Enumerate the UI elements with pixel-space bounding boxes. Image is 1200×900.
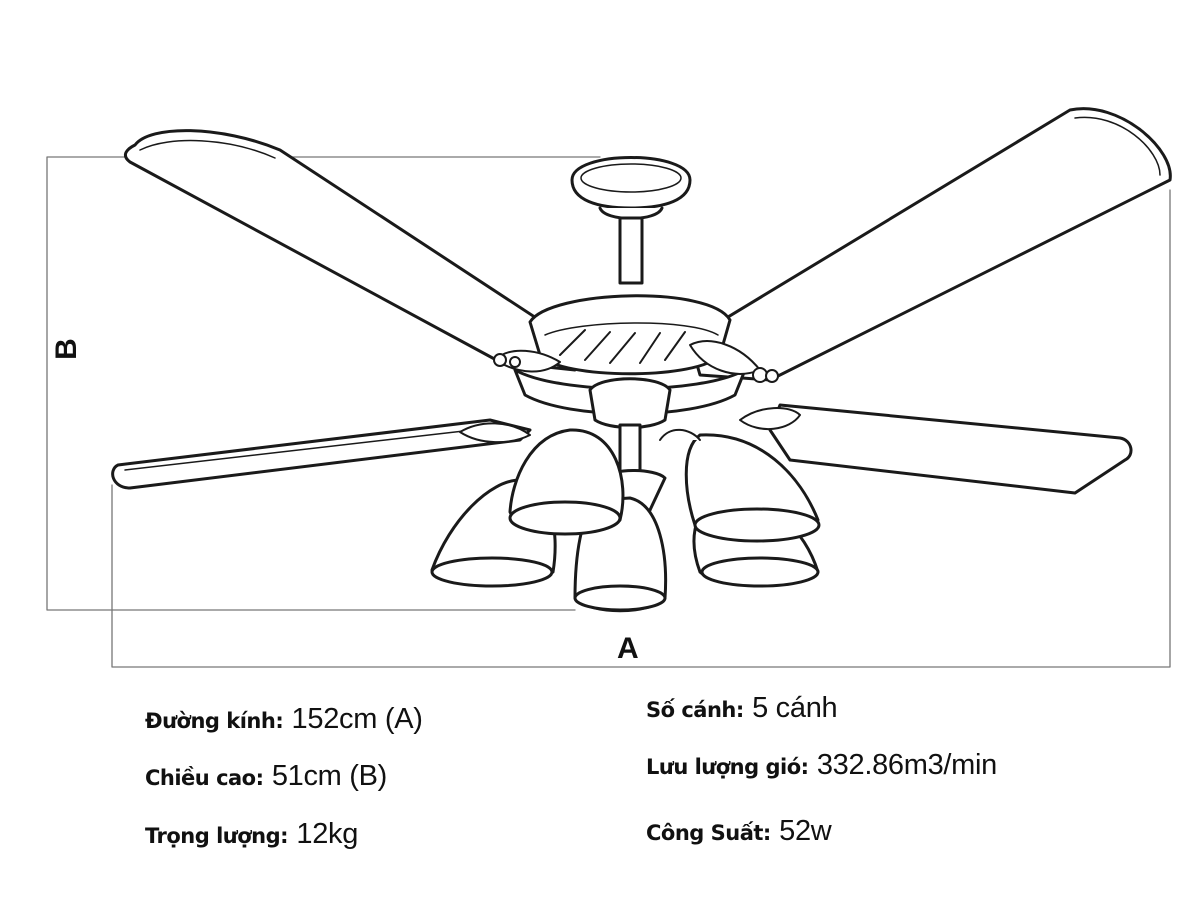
dimension-label-b: B — [49, 338, 83, 360]
fan-motor-housing — [513, 294, 747, 429]
dimension-a-lines — [111, 189, 1171, 668]
spec-label: Số cánh: — [646, 698, 744, 722]
spec-height: Chiều cao: 51cm (B) — [145, 760, 387, 793]
light-shade-front-right — [659, 428, 821, 543]
fan-blade-upper-right — [688, 107, 1172, 382]
spec-blade-count: Số cánh: 5 cánh — [646, 692, 838, 725]
spec-value: 152cm (A) — [291, 703, 423, 735]
spec-value: 5 cánh — [752, 692, 838, 724]
spec-diameter: Đường kính: 152cm (A) — [145, 703, 423, 736]
spec-value: 12kg — [296, 818, 359, 850]
spec-label: Lưu lượng gió: — [646, 755, 809, 779]
spec-weight: Trọng lượng: 12kg — [145, 818, 358, 851]
dimension-label-a: A — [617, 632, 639, 665]
spec-value: 52w — [779, 815, 832, 847]
spec-label: Công Suất: — [646, 821, 771, 845]
spec-airflow: Lưu lượng gió: 332.86m3/min — [646, 749, 997, 782]
spec-label: Đường kính: — [145, 709, 284, 733]
decorative-scroll-ornaments — [459, 340, 801, 444]
spec-power: Công Suất: 52w — [646, 815, 832, 848]
fan-blade-lower-right — [768, 403, 1133, 495]
light-shade-front-left — [508, 428, 625, 536]
spec-label: Trọng lượng: — [145, 824, 289, 848]
fan-blade-upper-left — [123, 129, 587, 372]
spec-value: 51cm (B) — [271, 760, 388, 792]
spec-value: 332.86m3/min — [816, 749, 997, 781]
dimension-b-lines — [46, 156, 601, 611]
fan-canopy — [570, 156, 692, 285]
spec-label: Chiều cao: — [145, 766, 264, 790]
